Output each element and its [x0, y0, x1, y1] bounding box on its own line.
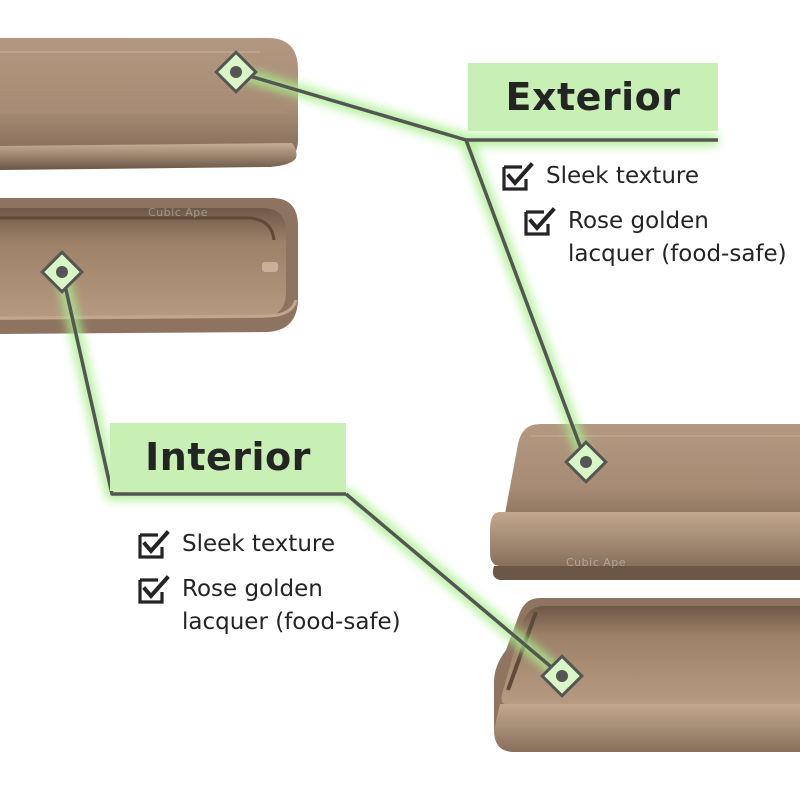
interior-label-bg	[110, 423, 346, 491]
diamond-marker-icon	[540, 654, 584, 698]
diamond-marker-icon	[564, 440, 608, 484]
feature-item: Rose golden lacquer (food-safe)	[522, 205, 788, 271]
feature-item: Sleek texture	[136, 528, 402, 561]
connector-lines	[56, 66, 718, 681]
lid-top-left	[0, 38, 298, 170]
feature-item: Rose golden lacquer (food-safe)	[136, 573, 402, 639]
diamond-marker-icon	[40, 250, 84, 294]
checkbox-check-icon	[524, 207, 556, 236]
tray-right	[494, 598, 800, 752]
feature-item: Sleek texture	[500, 160, 788, 193]
feature-label: Sleek texture	[546, 163, 699, 189]
lid-right	[490, 424, 800, 580]
feature-label: Rose golden lacquer (food-safe)	[568, 208, 787, 267]
feature-label: Rose golden lacquer (food-safe)	[182, 576, 401, 635]
checkbox-check-icon	[138, 575, 170, 604]
checkbox-check-icon	[138, 530, 170, 559]
exterior-label-bg	[468, 63, 718, 131]
exterior-title: Exterior	[505, 75, 681, 119]
diamond-marker-icon	[214, 50, 258, 94]
interior-feature-list: Sleek texture Rose golden lacquer (food-…	[136, 528, 402, 651]
watermark: Cubic Ape	[566, 556, 627, 569]
feature-label: Sleek texture	[182, 531, 335, 557]
watermark: Cubic Ape	[148, 206, 209, 219]
interior-title: Interior	[145, 435, 311, 479]
checkbox-check-icon	[502, 162, 534, 191]
exterior-feature-list: Sleek texture Rose golden lacquer (food-…	[500, 160, 788, 283]
